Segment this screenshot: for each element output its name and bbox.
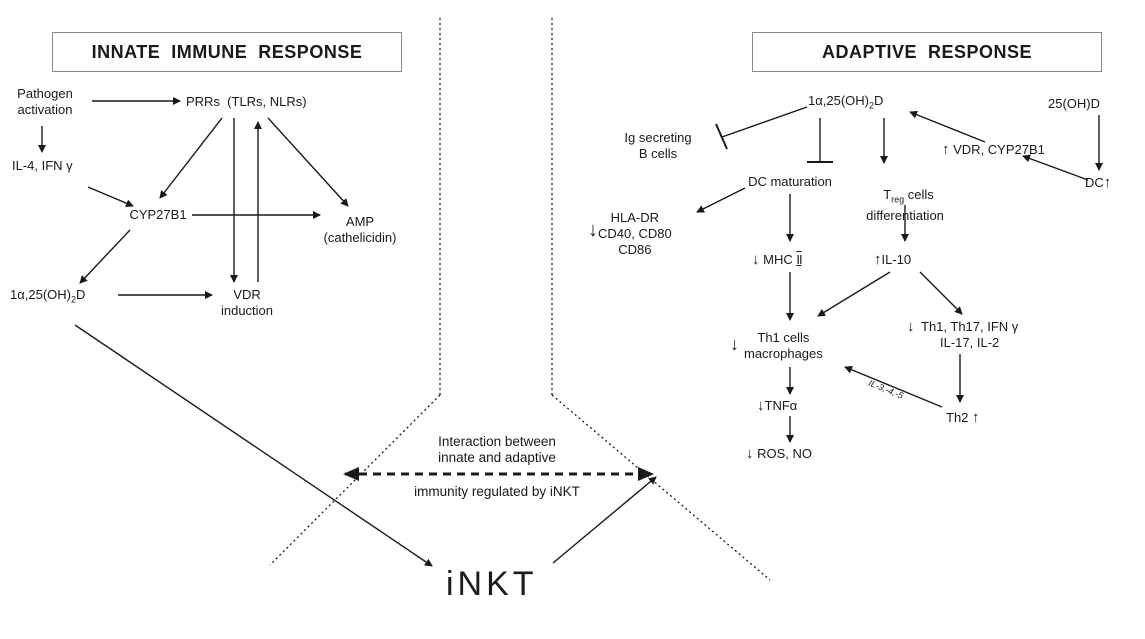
ros-no-label: ↓ ROS, NO: [746, 446, 812, 462]
arrow-il4-cyp: [87, 186, 134, 207]
down-arrow-icon: ↓: [730, 334, 739, 354]
innate-vitd-prefix: 1α,25(OH): [10, 287, 71, 302]
down-arrow-icon: ↓: [746, 445, 754, 462]
treg-t: T: [883, 187, 892, 202]
inkt-label: iNKT: [446, 565, 538, 603]
adaptive-title: ADAPTIVE RESPONSE: [821, 41, 1033, 62]
treg-label: Treg cells differentiation: [866, 171, 944, 224]
hla-label: ↓ HLA-DR CD40, CD80 CD86: [588, 210, 672, 258]
cyp27b1-label: CYP27B1: [129, 207, 187, 222]
down-arrow-icon: ↓: [907, 318, 915, 335]
innate-title: INNATE IMMUNE RESPONSE: [91, 41, 363, 62]
arrow-th2-th1: [844, 365, 943, 408]
adaptive-title-box: ADAPTIVE RESPONSE: [752, 32, 1102, 72]
arrow-prrs-amp: [267, 117, 349, 207]
vdr-induction-label: VDR induction: [220, 287, 274, 318]
adaptive-vitd-suffix: D: [874, 93, 884, 108]
vdr-cyp-label: ↑ VDR, CYP27B1: [942, 142, 1045, 158]
interaction-label: Interaction between innate and adaptive: [438, 434, 556, 465]
il10-label: ↑IL-10: [874, 252, 911, 268]
mhc-label: ↓ MHC II: [752, 251, 803, 268]
amp-label: AMP (cathelicidin): [323, 214, 397, 245]
prrs-label: PRRs (TLRs, NLRs): [186, 94, 307, 109]
inhibit-bar-ig: [715, 123, 728, 150]
arrow-inkt-adaptive: [552, 476, 657, 564]
th1-cells-label: ↓ Th1 cells macrophages: [730, 330, 823, 362]
up-arrow-icon: ↑: [942, 141, 950, 158]
treg-rest: cells differentiation: [866, 187, 944, 223]
arrow-dc-hla: [696, 187, 746, 213]
treg-sub: reg: [891, 194, 905, 205]
th-cytokines-text: Th1, Th17, IFN γ IL-17, IL-2: [921, 319, 1019, 350]
innate-vitd-label: 1α,25(OH)2D: [10, 287, 85, 308]
innate-title-box: INNATE IMMUNE RESPONSE: [52, 32, 402, 72]
arrow-vit-inkt: [74, 324, 433, 567]
hla-text: HLA-DR CD40, CD80 CD86: [598, 210, 672, 257]
dc-label: DC↑: [1085, 175, 1111, 191]
adaptive-vitd-sub: 2: [868, 100, 874, 111]
adaptive-vitd-prefix: 1α,25(OH): [808, 93, 869, 108]
up-arrow-icon: ↑: [972, 409, 980, 426]
mhc-text: MHC: [763, 252, 793, 267]
arrow-prrs-cyp: [159, 117, 223, 199]
arrow-dc-vdr: [1022, 154, 1089, 181]
down-arrow-icon: ↓: [588, 219, 598, 241]
arrow-il10-thlist: [919, 271, 963, 315]
tnf-label: ↓TNFα: [757, 398, 797, 414]
th1-text: Th1 cells macrophages: [744, 330, 823, 361]
pathogen-activation: Pathogen activation: [17, 86, 73, 117]
mhc-class-numeral: II: [796, 252, 802, 267]
down-arrow-icon: ↓: [757, 397, 765, 414]
up-arrow-icon: ↑: [874, 251, 882, 268]
down-arrow-icon: ↓: [752, 251, 760, 268]
divider-right: [551, 18, 771, 581]
th-cytokines-label: ↓ Th1, Th17, IFN γ IL-17, IL-2: [907, 319, 1018, 351]
th2-text: Th2: [946, 410, 969, 425]
vdr-cyp-text: VDR, CYP27B1: [953, 142, 1045, 157]
tnf-text: TNFα: [764, 398, 798, 413]
inhibit-vit-ig: [721, 106, 808, 138]
arrow-vdr-vit: [909, 110, 986, 143]
ig-secreting-label: Ig secreting B cells: [624, 130, 692, 161]
il10-text: IL-10: [881, 252, 912, 267]
regulated-label: immunity regulated by iNKT: [414, 484, 580, 499]
arrow-il10-th1: [817, 271, 891, 317]
dc-text: DC: [1085, 175, 1104, 190]
th2-label: Th2 ↑: [946, 410, 980, 426]
adaptive-vitd-label: 1α,25(OH)2D: [808, 93, 883, 114]
innate-vitd-sub: 2: [70, 294, 76, 305]
dc-maturation-label: DC maturation: [748, 174, 832, 189]
il4-ifn-label: IL-4, IFN γ: [12, 158, 73, 173]
25oh-d-label: 25(OH)D: [1048, 96, 1101, 111]
ros-no-text: ROS, NO: [757, 446, 813, 461]
up-arrow-icon: ↑: [1103, 174, 1112, 191]
innate-vitd-suffix: D: [76, 287, 86, 302]
arrow-cyp-vit: [79, 229, 131, 284]
